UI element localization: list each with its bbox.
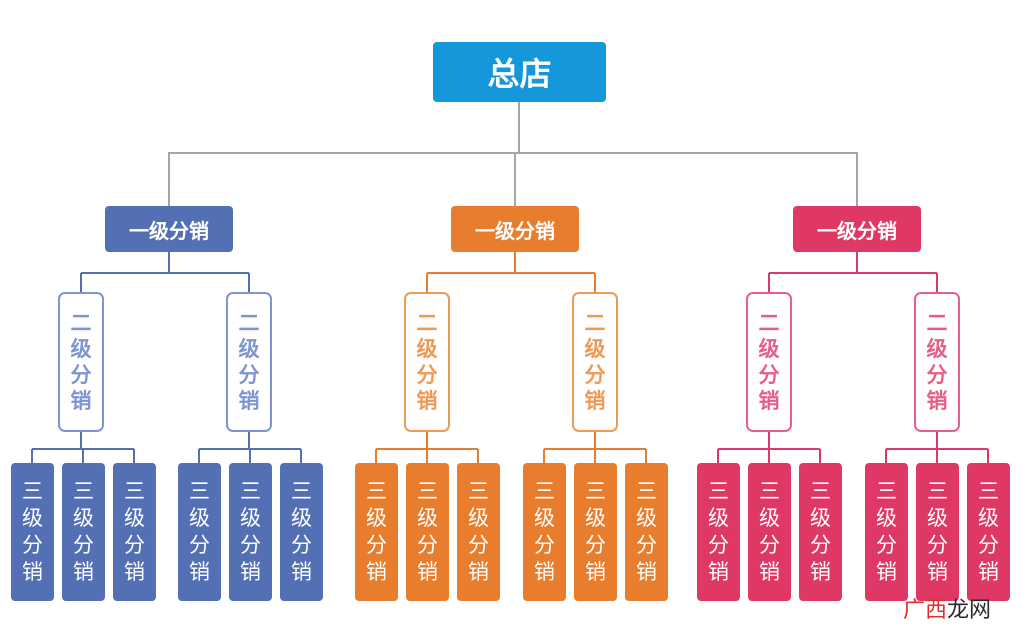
watermark-dark: 龙网 xyxy=(947,598,992,623)
level3-node: 三级分销 xyxy=(865,463,908,601)
level3-node: 三级分销 xyxy=(697,463,740,601)
level3-node: 三级分销 xyxy=(916,463,959,601)
level2-node: 二级分销 xyxy=(58,292,104,432)
level2-node: 二级分销 xyxy=(746,292,792,432)
level3-node: 三级分销 xyxy=(457,463,500,601)
level3-node: 三级分销 xyxy=(967,463,1010,601)
level1-node: 一级分销 xyxy=(793,206,921,252)
level3-node: 三级分销 xyxy=(523,463,566,601)
level3-node: 三级分销 xyxy=(62,463,105,601)
level3-node: 三级分销 xyxy=(280,463,323,601)
watermark-red: 广西 xyxy=(903,598,948,623)
level3-node: 三级分销 xyxy=(11,463,54,601)
level3-node: 三级分销 xyxy=(113,463,156,601)
watermark: 广西龙网 xyxy=(903,592,991,624)
root-node: 总店 xyxy=(433,42,606,102)
level3-node: 三级分销 xyxy=(799,463,842,601)
level1-node: 一级分销 xyxy=(451,206,579,252)
level3-node: 三级分销 xyxy=(406,463,449,601)
level2-node: 二级分销 xyxy=(572,292,618,432)
level3-node: 三级分销 xyxy=(748,463,791,601)
level2-node: 二级分销 xyxy=(404,292,450,432)
level3-node: 三级分销 xyxy=(574,463,617,601)
level2-node: 二级分销 xyxy=(914,292,960,432)
root-label: 总店 xyxy=(487,55,552,93)
level2-node: 二级分销 xyxy=(226,292,272,432)
level3-node: 三级分销 xyxy=(625,463,668,601)
level3-node: 三级分销 xyxy=(355,463,398,601)
level3-node: 三级分销 xyxy=(178,463,221,601)
level3-node: 三级分销 xyxy=(229,463,272,601)
level1-node: 一级分销 xyxy=(105,206,233,252)
